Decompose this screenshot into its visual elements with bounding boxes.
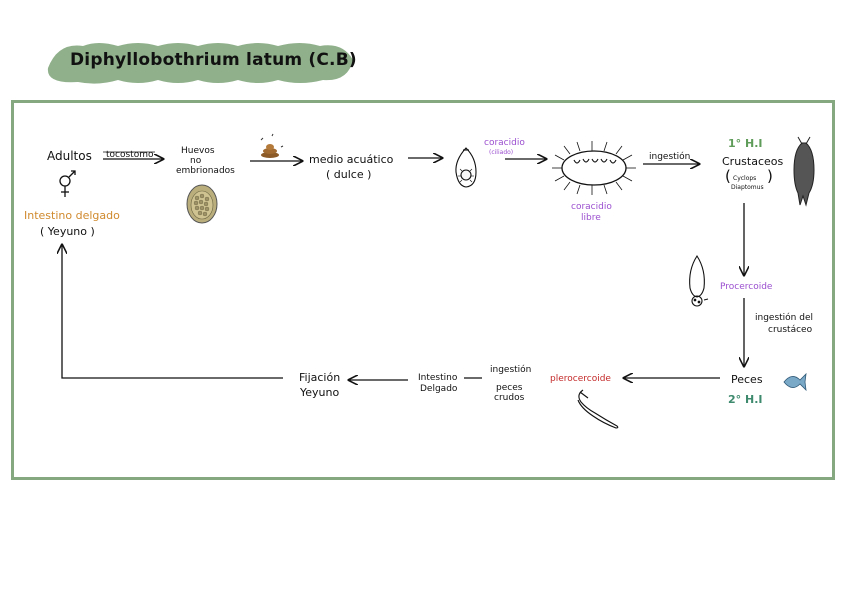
node-crustaceos: Crustaceos	[722, 155, 784, 168]
fish-icon	[783, 372, 807, 392]
node-plerocercoide: plerocercoide	[550, 374, 611, 384]
node-huevos-embrionados: embrionados	[176, 166, 235, 176]
diagram-frame	[11, 100, 835, 480]
label-tocostomo: tocostomo	[106, 150, 154, 160]
plerocercoid-larva-icon	[577, 389, 619, 429]
node-intestino-delgado-2-sub: Delgado	[420, 384, 458, 394]
label-ingestion-crustaceo-sub: crustáceo	[768, 325, 813, 335]
node-coracidio-libre-sub: libre	[581, 213, 601, 223]
node-adultos: Adultos	[47, 149, 92, 163]
node-coracidio-ciliado-sub: (ciliado)	[489, 149, 514, 156]
label-ingestion-1: ingestión	[649, 152, 691, 162]
node-procercoide: Procercoide	[720, 282, 773, 292]
free-coracidium-icon	[552, 141, 636, 195]
node-intestino-delgado-2: Intestino	[418, 373, 458, 383]
feces-icon	[260, 133, 284, 158]
node-intestino-delgado: Intestino delgado	[24, 209, 120, 222]
node-fijacion-yeyuno: Yeyuno	[300, 386, 340, 399]
male-female-symbol-icon	[59, 170, 76, 197]
node-cyclops: Cyclops	[733, 175, 757, 182]
node-fijacion: Fijación	[299, 371, 341, 384]
node-dulce: ( dulce )	[326, 168, 372, 181]
bracket-left: (	[725, 167, 731, 185]
copepod-icon	[793, 136, 815, 207]
title-highlight	[38, 38, 358, 88]
node-hi1: 1° H.I	[728, 137, 763, 150]
label-peces-crudos-sub: crudos	[494, 393, 525, 403]
node-huevos: Huevos	[181, 146, 215, 156]
node-hi2: 2° H.I	[728, 393, 763, 406]
label-ingestion-2: ingestión	[490, 365, 532, 375]
node-huevos-no: no	[190, 156, 202, 166]
egg-icon	[186, 184, 218, 224]
procercoid-larva-icon	[689, 254, 709, 307]
node-peces: Peces	[731, 373, 763, 386]
node-coracidio-libre: coracidio	[571, 202, 612, 212]
node-medio-acuatico: medio acuático	[309, 153, 394, 166]
node-coracidio-ciliado: coracidio	[484, 138, 525, 148]
coracidium-egg-icon	[455, 147, 477, 188]
arrow-fijacion-adultos	[62, 245, 283, 379]
label-peces-crudos: peces	[496, 383, 523, 393]
node-yeyuno: ( Yeyuno )	[40, 225, 95, 238]
bracket-right: )	[767, 167, 773, 185]
node-diaptomus: Diaptomus	[731, 184, 764, 191]
page-title: Diphyllobothrium latum (C.B)	[70, 50, 357, 70]
label-ingestion-crustaceo: ingestión del	[755, 313, 813, 323]
